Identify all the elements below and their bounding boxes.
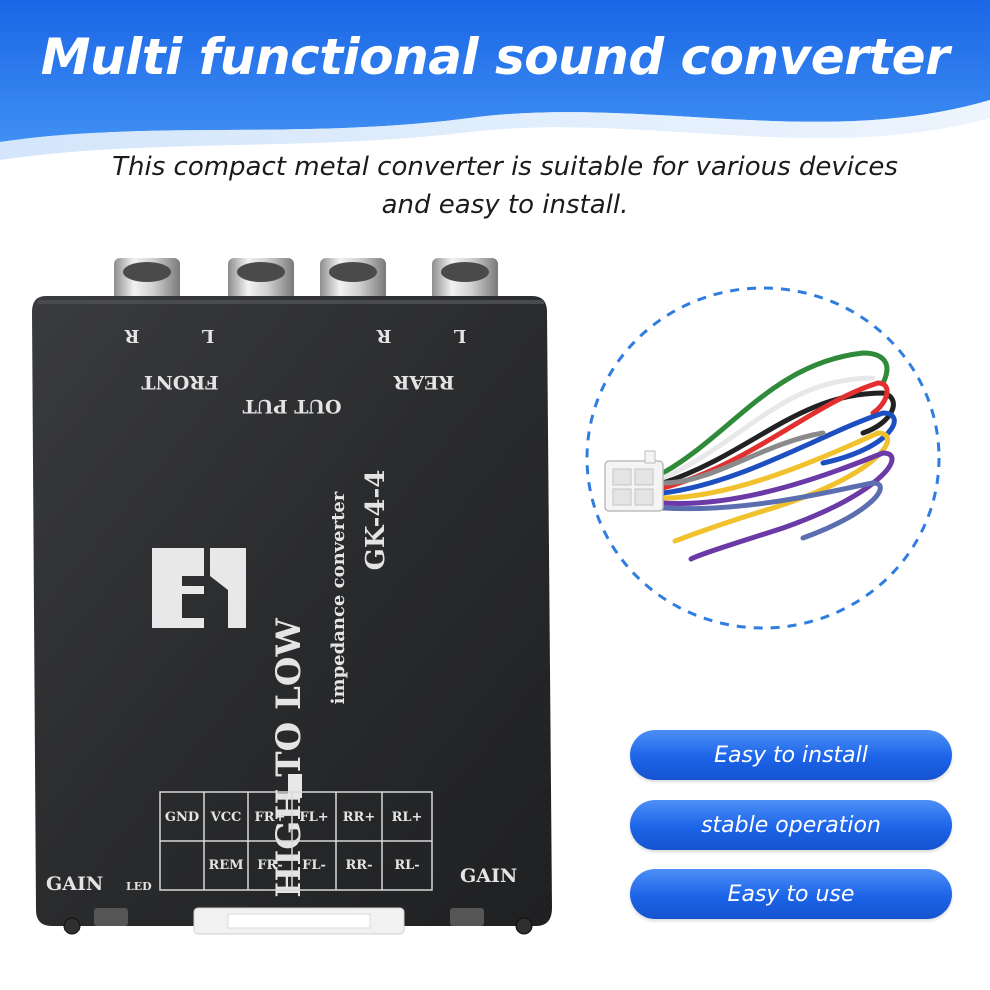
terminal-rl-plus: RL+ [392,810,423,825]
label-front: FRONT [141,371,218,393]
label-rear: REAR [393,371,454,393]
brand-logo [152,548,246,628]
page-title: Multi functional sound converter [40,28,950,86]
product-line: HIGH TO LOW [269,617,309,897]
terminal-rr-minus: RR- [345,858,372,873]
label-front-r: R [123,325,139,346]
terminal-rl-minus: RL- [394,858,419,873]
rca-front-r[interactable] [114,258,180,308]
feature-label: Easy to install [714,742,868,768]
rca-rear-r[interactable] [320,258,386,308]
dashed-circle [585,286,941,630]
led-label: LED [126,880,152,893]
screw-left [63,917,81,935]
cable-wires [660,350,897,562]
gain-right-label: GAIN [460,865,517,887]
label-rear-l: L [453,325,466,346]
feature-pill-easy-install: Easy to install [630,730,952,780]
terminal-gnd: GND [165,810,199,825]
rca-connectors [114,258,498,308]
gain-left-knob[interactable] [94,908,128,926]
terminal-fr-minus: FR- [257,858,282,873]
terminal-vcc: VCC [210,810,242,825]
rca-front-l[interactable] [228,258,294,308]
converter-device: R L FRONT OUT PUT R L REAR HIGH TO LOW i… [32,258,552,935]
product-description: impedance converter [328,491,349,704]
cable-connector-plug [604,450,664,512]
header-wave-background [0,0,990,160]
terminal-fr-plus: FR+ [255,810,286,825]
model-number: GK-4-4 [361,470,391,571]
label-front-l: L [201,325,214,346]
wire-harness-illustration [585,286,941,630]
page-subtitle: This compact metal converter is suitable… [112,152,898,220]
feature-label: Easy to use [727,881,855,907]
terminal-fl-minus: FL- [302,858,326,873]
label-rear-r: R [375,325,391,346]
label-output: OUT PUT [243,395,342,417]
rca-rear-l[interactable] [432,258,498,308]
gain-left-label: GAIN [46,873,103,895]
terminal-rem: REM [208,858,243,873]
terminal-rr-plus: RR+ [343,810,376,825]
gain-right-knob[interactable] [450,908,484,926]
screw-right [515,917,533,935]
feature-label: stable operation [701,812,881,838]
terminal-table [159,791,433,891]
feature-pill-easy-use: Easy to use [630,869,952,919]
terminal-fl-plus: FL+ [299,810,328,825]
device-body [32,296,552,926]
feature-pill-stable-operation: stable operation [630,800,952,850]
